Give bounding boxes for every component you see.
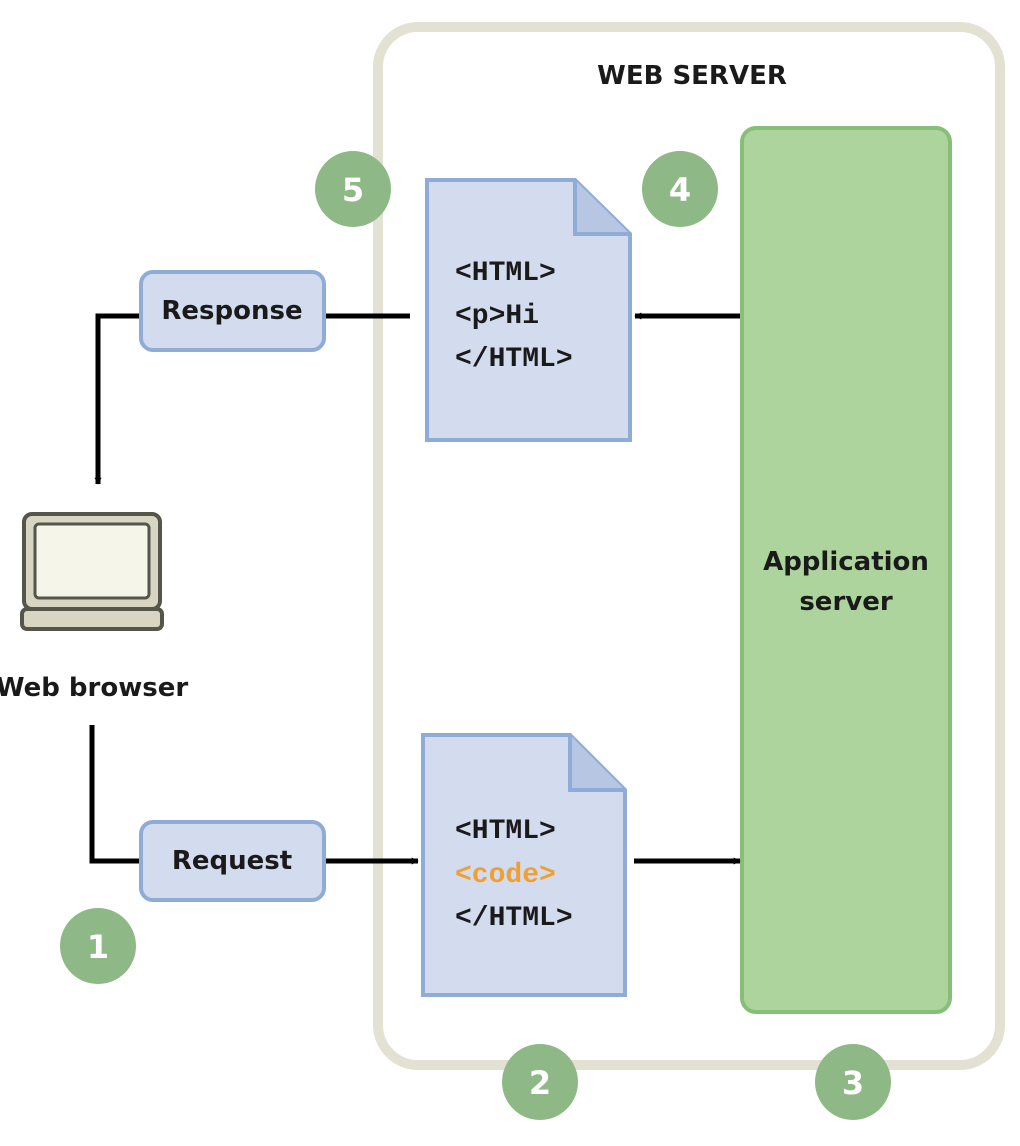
step-1-badge: 1	[60, 908, 136, 984]
application-server	[740, 126, 952, 1014]
response-doc-line1: <HTML>	[455, 258, 556, 289]
step-4-number: 4	[669, 171, 691, 209]
response-box	[139, 270, 326, 352]
response-label: Response	[161, 296, 302, 326]
web-browser-label: Web browser	[0, 673, 188, 703]
step-5-number: 5	[342, 171, 364, 209]
line-browser-to-request	[89, 725, 142, 864]
response-doc-line3: </HTML>	[455, 344, 573, 375]
response-document: <HTML> <p>Hi </HTML>	[425, 178, 632, 442]
request-doc-line3: </HTML>	[455, 903, 573, 934]
step-3-badge: 3	[815, 1044, 891, 1120]
step-4-badge: 4	[642, 151, 718, 227]
request-box	[139, 820, 326, 902]
request-label: Request	[172, 846, 292, 876]
step-2-number: 2	[529, 1064, 551, 1102]
web-server-title: WEB SERVER	[597, 61, 787, 91]
request-document: <HTML> <code> </HTML>	[421, 733, 627, 997]
step-5-badge: 5	[315, 151, 391, 227]
request-doc-line2: <code>	[455, 860, 556, 891]
arrow-response-to-browser	[94, 313, 142, 485]
request-doc-line1: <HTML>	[455, 816, 556, 847]
application-server-label-line2: server	[799, 587, 893, 617]
application-server-label-line1: Application	[763, 547, 929, 577]
step-3-number: 3	[842, 1064, 864, 1102]
step-2-badge: 2	[502, 1044, 578, 1120]
response-doc-line2: <p>Hi	[455, 301, 539, 332]
laptop-icon	[20, 512, 164, 631]
step-1-number: 1	[87, 928, 109, 966]
